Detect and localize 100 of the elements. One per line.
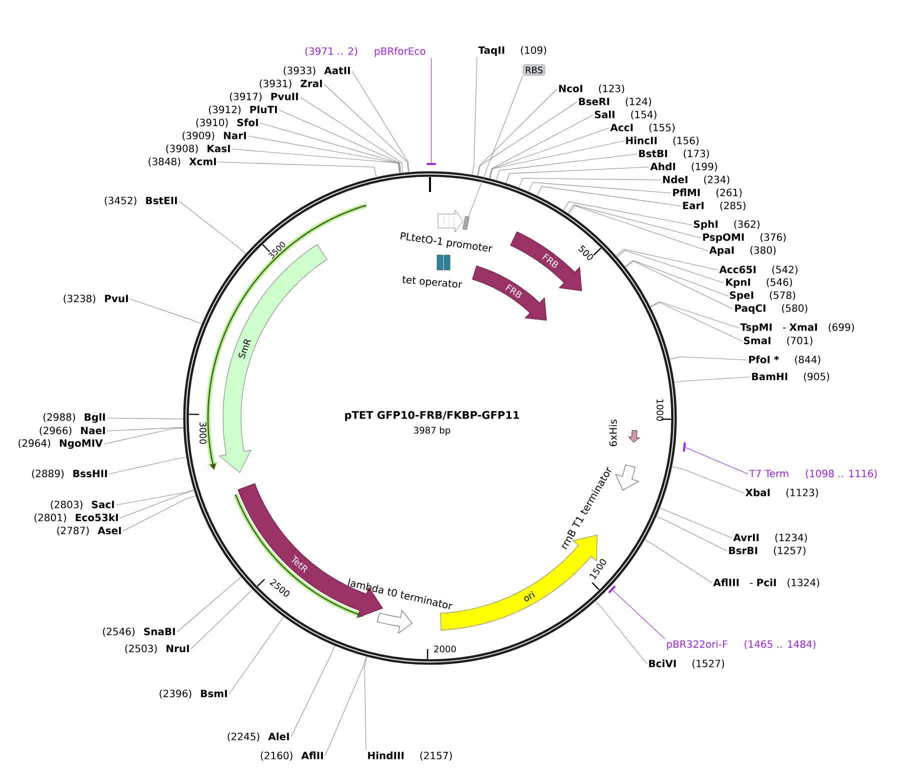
site-label: SmaI (701) [744, 336, 812, 346]
site-label: AflIII - PciI (1324) [713, 578, 820, 588]
primer-label: (3971 .. 2) pBRforEco [305, 47, 426, 57]
leader-line [616, 248, 718, 270]
leader-line [563, 201, 692, 226]
site-label: (3238) PvuI [64, 294, 128, 304]
leader-line [472, 56, 478, 176]
leader-line [656, 516, 728, 552]
site-label: (2889) BssHII [32, 470, 107, 478]
leader-line [672, 466, 744, 494]
site-label: PaqCI (580) [735, 304, 808, 314]
leader-line [260, 122, 400, 174]
site-label: (2160) AflII [260, 752, 323, 760]
site-label: AhdI (199) [650, 162, 717, 172]
leader-line [685, 447, 748, 474]
site-label: (2396) BsmI [160, 690, 227, 698]
site-label: PfoI * (844) [749, 356, 820, 364]
primer-label: pBR322ori-F (1465 .. 1484) [667, 640, 816, 650]
site-label: (2787) AseI [57, 526, 121, 536]
leader-line [122, 495, 196, 532]
leader-line [352, 70, 410, 172]
site-label: (2964) NgoMIV [18, 439, 103, 449]
leader-line [625, 260, 734, 310]
leader-line [595, 600, 648, 664]
site-label: AccI (155) [610, 124, 675, 132]
tick-label: 3000 [200, 422, 206, 444]
site-label: (3917) PvuII [230, 92, 298, 102]
site-label: (2966) NaeI [40, 426, 105, 436]
site-label: HindIII (2157) [368, 752, 452, 760]
leader-line [116, 490, 194, 506]
site-label: (3908) KasI [166, 144, 230, 154]
leader-line [468, 75, 524, 217]
leader-line [104, 428, 184, 444]
leader-line [228, 616, 284, 694]
site-label: (3910) SfoI [196, 118, 258, 128]
node-label: 6xHis [609, 420, 617, 446]
leader-line [644, 539, 712, 584]
leader-line [300, 96, 404, 173]
leader-line [496, 154, 638, 181]
site-label: (2801) Eco53kI [34, 514, 118, 522]
tag-feature: 6xHis [609, 420, 640, 446]
leader-line [431, 58, 432, 164]
primer-mark [426, 163, 436, 165]
site-label: KpnI (546) [726, 278, 792, 288]
leader-line [120, 490, 194, 518]
leader-line [232, 148, 400, 174]
site-label: SphI (362) [694, 220, 760, 230]
leader-line [106, 418, 184, 420]
site-label: NcoI (123) [559, 84, 624, 94]
site-label: NdeI (234) [663, 176, 730, 184]
leader-line [674, 376, 750, 383]
plasmid-name: pTET GFP10-FRB/FKBP-GFP11 [345, 411, 520, 421]
leader-line [290, 645, 335, 738]
leader-line [568, 204, 702, 238]
site-label: (3909) NarI [182, 132, 246, 140]
site-label: BstBI (173) [639, 150, 709, 158]
leader-line [536, 186, 682, 206]
leader-line [616, 250, 724, 284]
feature-label: RBS [522, 64, 546, 76]
leader-line [650, 301, 740, 328]
leader-line [108, 456, 187, 474]
leader-line [612, 590, 666, 640]
site-label: AvrII (1234) [733, 534, 807, 542]
leader-line [190, 589, 253, 650]
site-label: (2546) SnaBI [103, 628, 175, 636]
site-label: (3452) BstEII [104, 196, 177, 206]
leader-line [176, 576, 242, 632]
site-label: XbaI (1123) [745, 488, 818, 498]
leader-line [364, 656, 368, 751]
site-label: BamHI (905) [752, 372, 830, 382]
site-label: (3931) ZraI [260, 80, 322, 88]
site-label: BsrBI (1257) [729, 546, 806, 556]
site-label: (3848) XcmI [148, 158, 216, 166]
site-label: (2245) AleI [228, 732, 289, 742]
leader-line [669, 356, 748, 360]
site-label: SalI (154) [594, 110, 656, 120]
site-label: ApaI (380) [709, 246, 776, 256]
site-label: EarI (285) [683, 202, 746, 210]
leader-line [650, 302, 742, 342]
primer-mark [682, 442, 686, 452]
site-label: Acc65I (542) [719, 266, 798, 274]
leader-line [477, 88, 558, 176]
node-label: tet operator [402, 276, 462, 288]
primer-mark [608, 586, 616, 594]
site-label: (2803) SacI [50, 500, 114, 510]
leader-line [106, 427, 184, 432]
leader-line [506, 166, 650, 184]
leader-line [248, 136, 400, 174]
leader-line [178, 200, 246, 254]
tick-label: 1000 [656, 400, 664, 421]
leader-line [528, 182, 672, 194]
leader-line [624, 260, 728, 296]
leader-line [659, 508, 732, 538]
leader-line [324, 84, 409, 172]
leader-line [489, 128, 610, 179]
leader-line [478, 102, 578, 176]
site-label: TspMI - XmaI (699) [740, 323, 854, 333]
promoter-feature: PLtetO-1 promoter [400, 210, 493, 252]
site-label: TaqII (109) [478, 46, 546, 56]
leader-line [568, 205, 708, 252]
